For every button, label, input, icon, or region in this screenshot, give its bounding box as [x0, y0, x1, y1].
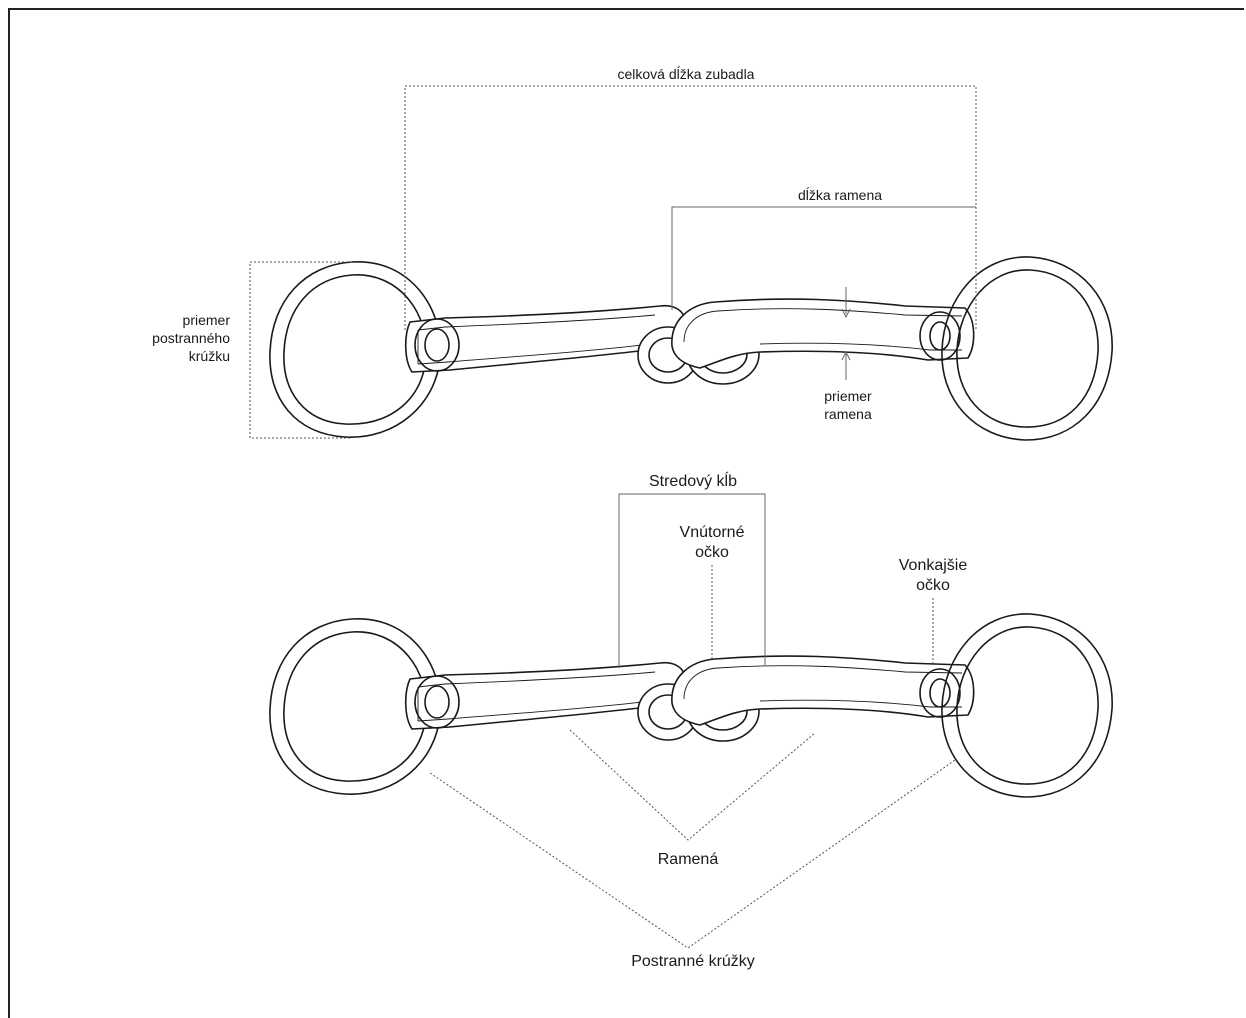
mouthpieces-leader: [569, 729, 816, 841]
mouthpiece-length-label: dĺžka ramena: [798, 186, 882, 203]
inner-eye-label-line1: Vnútorné: [680, 524, 745, 541]
ring-diameter-label-line3: krúžku: [189, 348, 230, 364]
total-length-dimension: [404, 85, 977, 330]
bottom-bit-drawing: [269, 613, 1113, 798]
inner-eye-label-line2: očko: [695, 544, 729, 561]
mouthpiece-diameter-label-line1: priemer: [824, 388, 872, 404]
ring-diameter-label-line2: postranného: [152, 330, 230, 346]
total-length-label: celková dĺžka zubadla: [618, 65, 755, 82]
mouthpieces-label: Ramená: [658, 851, 719, 868]
mouthpiece-diameter-label-line2: ramena: [824, 406, 872, 422]
mouthpiece-length-dimension: [671, 206, 976, 310]
outer-eye-label-line2: očko: [916, 577, 950, 594]
ring-diameter-bracket: [249, 261, 352, 439]
diagram-frame: [8, 8, 1244, 1018]
side-rings-label: Postranné krúžky: [631, 953, 755, 970]
top-bit-drawing: [269, 256, 1113, 441]
ring-diameter-label-line1: priemer: [183, 312, 231, 328]
outer-eye-label-line1: Vonkajšie: [899, 557, 968, 574]
side-rings-leader: [429, 759, 956, 949]
center-joint-label: Stredový kĺb: [649, 471, 737, 490]
center-joint-bracket: [618, 493, 766, 668]
